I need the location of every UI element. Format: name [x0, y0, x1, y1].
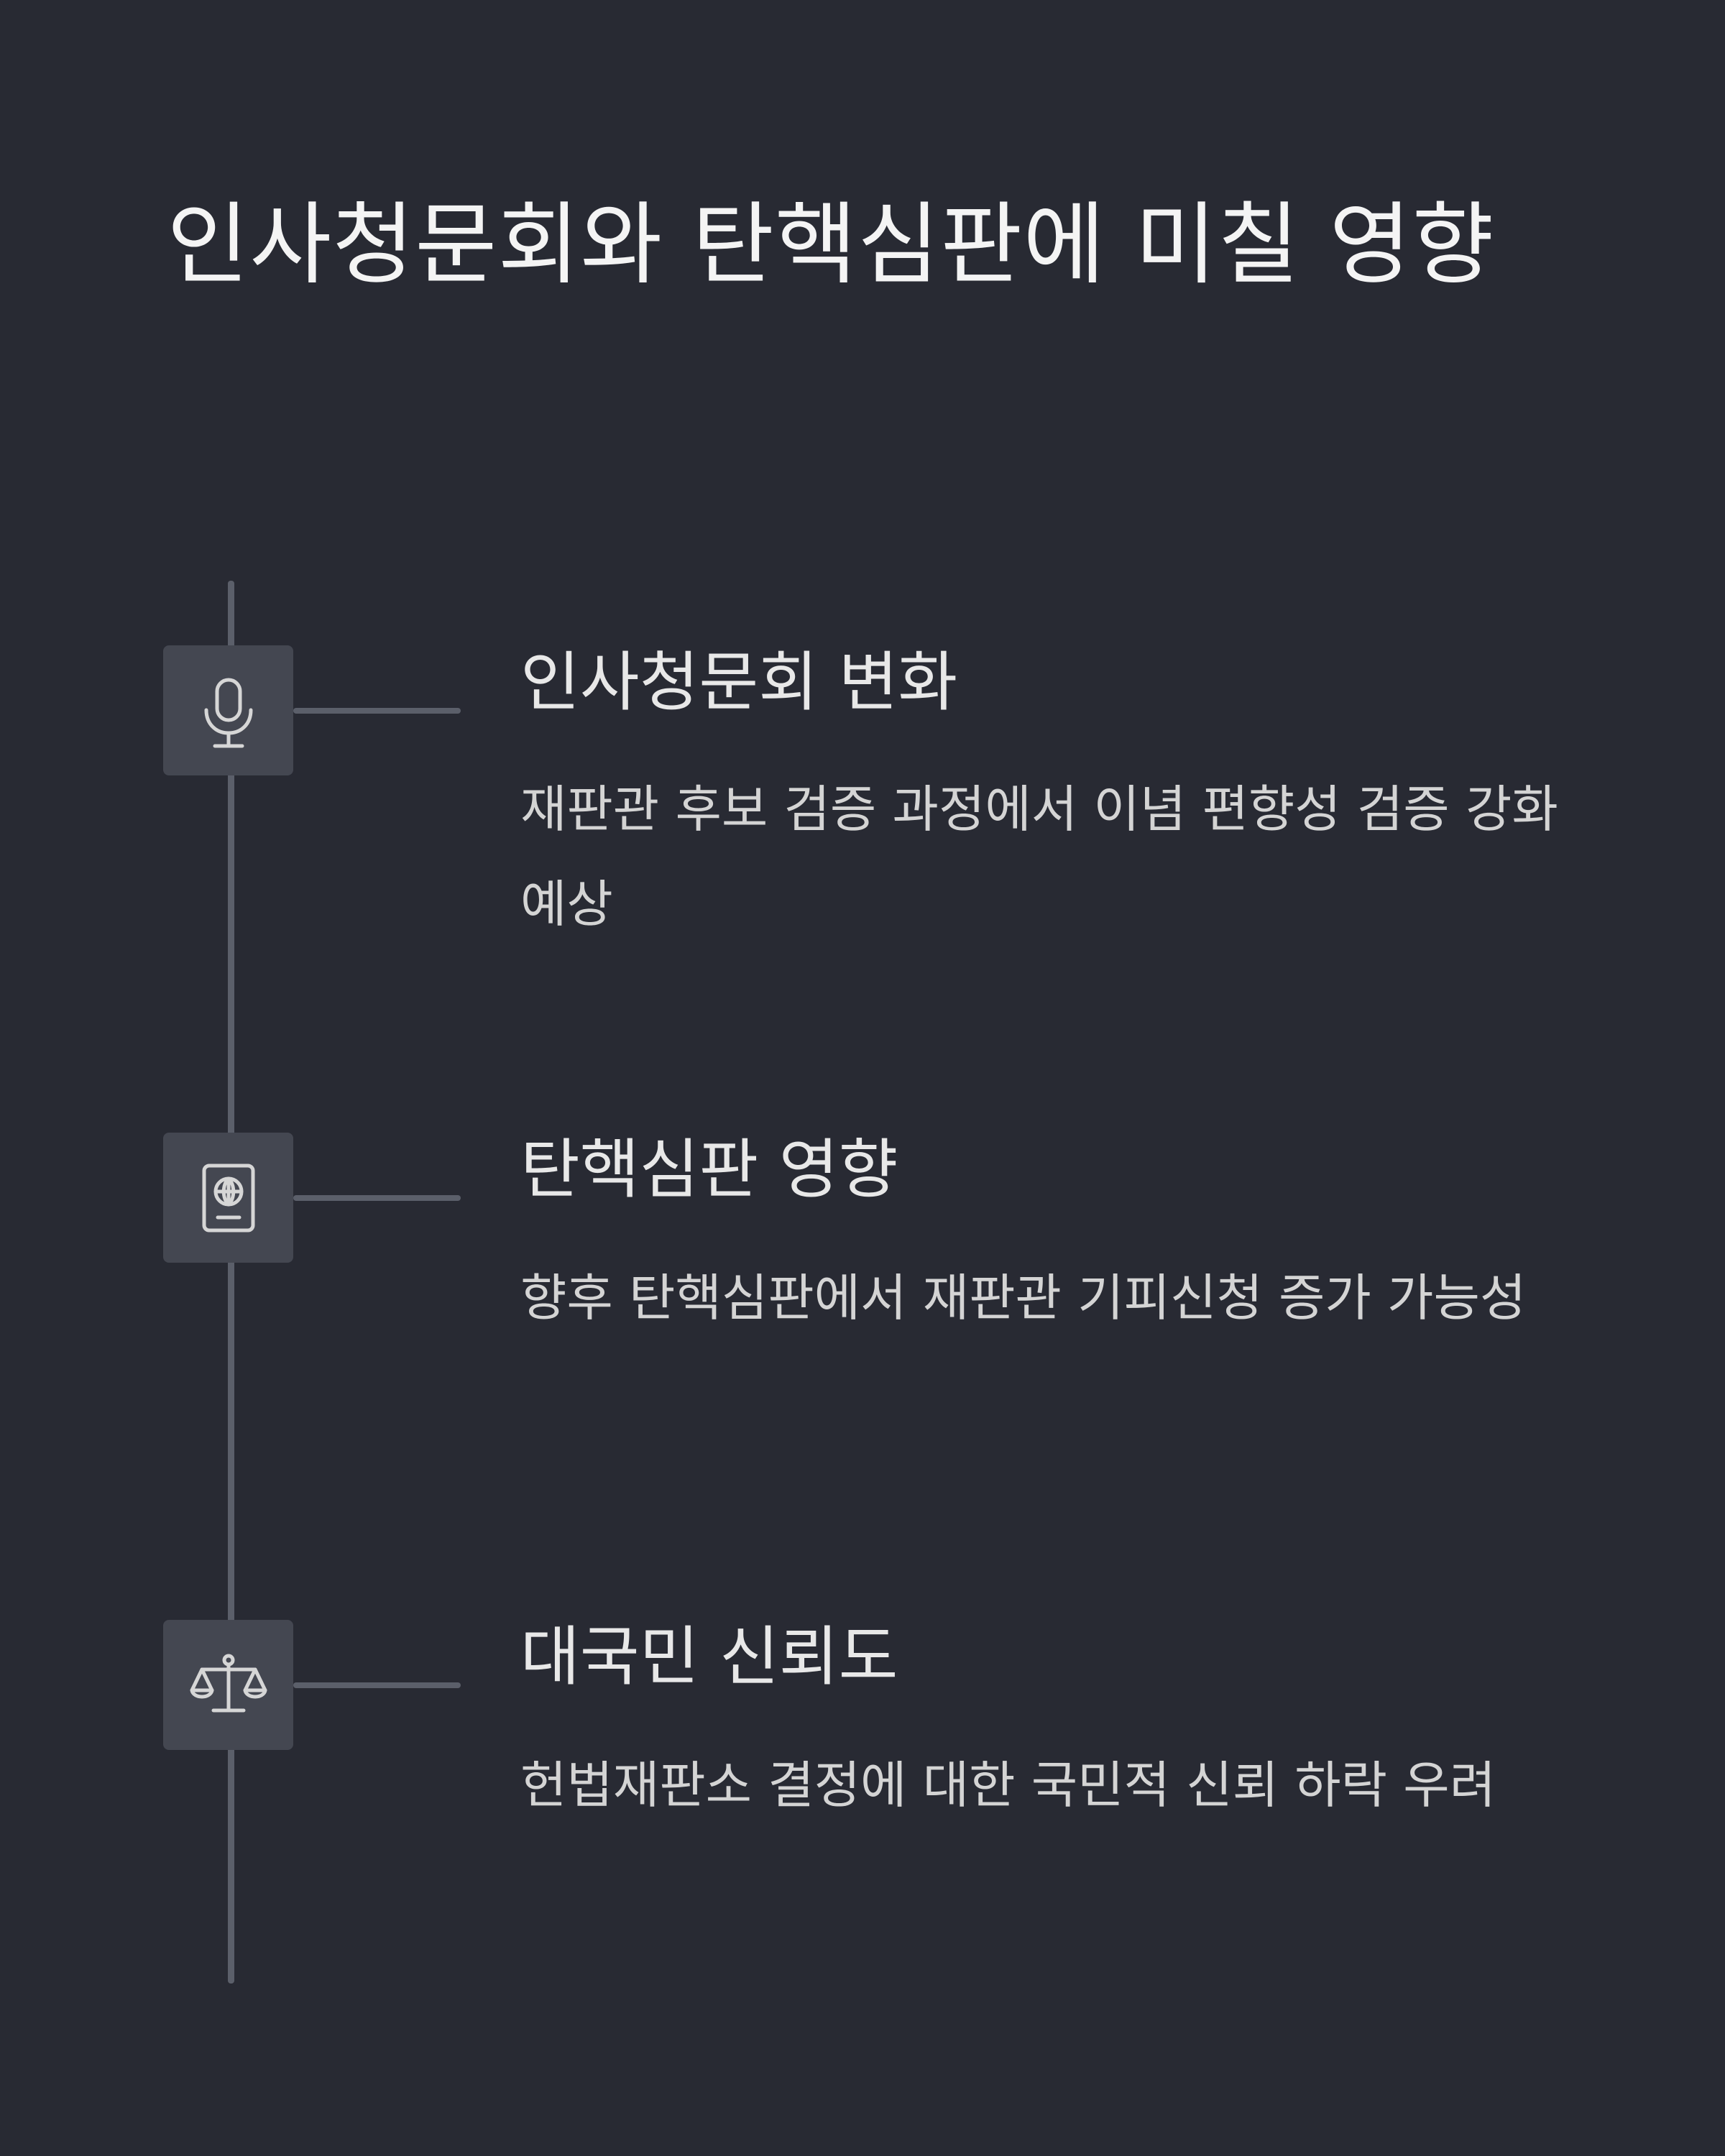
timeline-connector	[293, 1195, 461, 1201]
timeline-item-title: 탄핵심판 영향	[520, 1132, 898, 1207]
timeline-icon-box	[163, 1620, 293, 1750]
timeline-item-description: 향후 탄핵심판에서 재판관 기피신청 증가 가능성	[520, 1268, 1527, 1327]
timeline-icon-box	[163, 1133, 293, 1263]
page-title: 인사청문회와 탄핵심판에 미칠 영향	[167, 193, 1495, 297]
scales-icon	[190, 1654, 267, 1712]
passport-globe-icon	[202, 1164, 254, 1232]
timeline-item-title: 대국민 신뢰도	[520, 1619, 898, 1695]
timeline-item-title: 인사청문회 변화	[520, 645, 958, 720]
timeline-item-description: 재판관 후보 검증 과정에서 이념 편향성 검증 강화 예상	[520, 780, 1558, 934]
microphone-icon	[204, 678, 252, 747]
timeline-line	[228, 581, 234, 1984]
timeline-icon-box	[163, 645, 293, 775]
timeline-connector	[293, 1682, 461, 1688]
timeline-connector	[293, 708, 461, 714]
timeline-item-description: 헌법재판소 결정에 대한 국민적 신뢰 하락 우려	[520, 1756, 1496, 1815]
